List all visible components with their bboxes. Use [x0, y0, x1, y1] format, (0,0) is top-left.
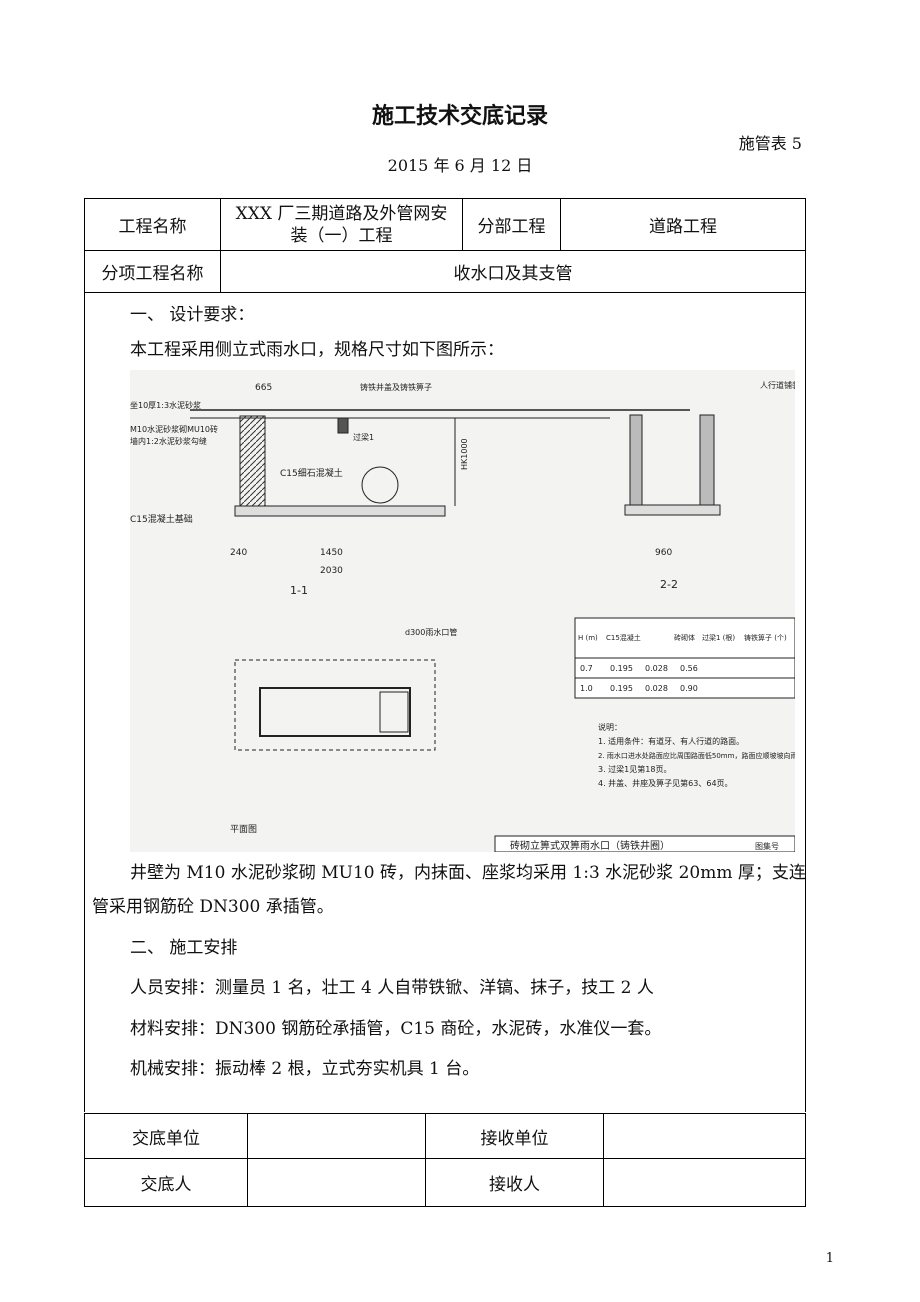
doc-title: 施工技术交底记录 — [371, 103, 548, 129]
machinery-arrangement: 机械安排：振动棒 2 根，立式夯实机具 1 台。 — [130, 1059, 480, 1079]
quantity-table: H (m) C15混凝土 砖砌体 过梁1 (根) 铸铁箅子 (个) 0.7 0.… — [574, 617, 796, 699]
plan-view: d300雨水口管 平面图 — [230, 627, 457, 835]
dim-665: 665 — [255, 383, 272, 393]
note: 4. 井盖、井座及箅子见第63、64页。 — [598, 778, 733, 788]
header-table: 工程名称 XXX 厂三期道路及外管网安装（一）工程 分部工程 道路工程 分项工程… — [84, 198, 806, 293]
label-cover: 铸铁井盖及铸铁箅子 — [360, 382, 432, 392]
subitem-label: 分项工程名称 — [84, 250, 221, 293]
notes: 说明： 1. 适用条件：有道牙、有人行道的路面。 2. 雨水口进水处路面应比周围… — [598, 722, 818, 788]
handover-unit-value[interactable] — [247, 1113, 426, 1159]
note: 2. 雨水口进水处路面应比周围路面低50mm，路面应顺坡坡向雨水口。 — [598, 751, 795, 760]
dim-240: 240 — [230, 548, 247, 558]
qty-header-h: H (m) — [578, 634, 598, 642]
label-fine-concrete: C15细石混凝土 — [280, 467, 343, 479]
plan-label: 平面图 — [230, 824, 257, 835]
qty-header-c15: C15混凝土 — [606, 633, 641, 642]
label-brick: M10水泥砂浆砌MU10砖 — [130, 424, 218, 434]
section-1-1: HK1000 665 240 1450 2030 铸铁井盖及铸铁箅子 坐10厚1… — [130, 382, 690, 597]
project-name-line1: XXX 厂三期道路及外管网安 — [235, 203, 448, 224]
project-name-line2: 装（一）工程 — [290, 225, 393, 246]
handover-person-label: 交底人 — [84, 1158, 248, 1207]
qty-cell: 0.028 — [645, 684, 668, 693]
section2-heading: 二、 施工安排 — [130, 938, 238, 958]
section1-heading: 一、 设计要求： — [130, 305, 255, 325]
section-2-2: 人行道铺装 960 2-2 — [624, 380, 800, 591]
label-hk1000: HK1000 — [460, 438, 469, 470]
section-2-2-label: 2-2 — [660, 578, 678, 591]
label-lintel: 过梁1 — [353, 432, 374, 442]
project-name-value: XXX 厂三期道路及外管网安装（一）工程 — [220, 198, 463, 251]
qty-header-lintel: 过梁1 (根) — [702, 633, 735, 642]
label-sidewalk: 人行道铺装 — [760, 380, 795, 390]
staff-arrangement: 人员安排：测量员 1 名，壮工 4 人自带铁锨、洋镐、抹子，技工 2 人 — [130, 978, 654, 998]
project-name-label: 工程名称 — [84, 198, 221, 251]
wall-spec-line1: 井壁为 M10 水泥砂浆砌 MU10 砖，内抹面、座浆均采用 1:3 水泥砂浆 … — [130, 863, 806, 883]
qty-cell: 0.56 — [680, 664, 698, 673]
section-1-1-label: 1-1 — [290, 584, 308, 597]
dim-960: 960 — [655, 548, 672, 558]
label-foundation: C15混凝土基础 — [130, 513, 193, 525]
title-block: 砖砌立箅式双箅雨水口（铸铁井圈） 图集号 — [494, 835, 796, 853]
handover-unit-label: 交底单位 — [84, 1113, 248, 1159]
qty-header-masonry: 砖砌体 — [674, 633, 695, 642]
receiver-label: 接收人 — [425, 1158, 604, 1207]
qty-cell: 0.028 — [645, 664, 668, 673]
form-number: 施管表 5 — [738, 134, 802, 153]
material-arrangement: 材料安排：DN300 钢筋砼承插管，C15 商砼，水泥砖，水准仪一套。 — [130, 1019, 662, 1039]
page-number: 1 — [825, 1251, 834, 1266]
section1-text: 本工程采用侧立式雨水口，规格尺寸如下图所示： — [130, 340, 504, 360]
receiver-value[interactable] — [603, 1158, 806, 1207]
label-mortar: 坐10厚1:3水泥砂浆 — [130, 400, 201, 410]
note: 3. 过梁1见第18页。 — [598, 764, 671, 774]
content-cell — [84, 292, 806, 1112]
qty-cell: 0.195 — [610, 684, 633, 693]
qty-cell: 0.195 — [610, 664, 633, 673]
doc-date: 2015 年 6 月 12 日 — [387, 156, 533, 175]
design-drawing: HK1000 665 240 1450 2030 铸铁井盖及铸铁箅子 坐10厚1… — [130, 370, 818, 853]
note: 说明： — [598, 722, 622, 732]
division-label: 分部工程 — [462, 198, 561, 251]
qty-header-grate: 铸铁箅子 (个) — [744, 633, 787, 642]
label-joint: 墙内1:2水泥砂浆勾缝 — [130, 436, 207, 446]
title-block-text: 砖砌立箅式双箅雨水口（铸铁井圈） — [510, 839, 670, 852]
receiving-unit-label: 接收单位 — [425, 1113, 604, 1159]
handover-person-value[interactable] — [247, 1158, 426, 1207]
qty-cell: 0.7 — [580, 664, 593, 673]
dim-1450: 1450 — [320, 548, 343, 558]
signoff-table: 交底单位 接收单位 交底人 接收人 — [84, 1113, 806, 1207]
receiving-unit-value[interactable] — [603, 1113, 806, 1159]
qty-cell: 1.0 — [580, 684, 593, 693]
label-pipe: d300雨水口管 — [405, 627, 457, 637]
wall-spec-line2: 管采用钢筋砼 DN300 承插管。 — [92, 897, 334, 917]
division-value: 道路工程 — [560, 198, 806, 251]
subitem-value: 收水口及其支管 — [220, 250, 806, 293]
atlas-no: 图集号 — [755, 841, 779, 851]
qty-cell: 0.90 — [680, 684, 698, 693]
note: 1. 适用条件：有道牙、有人行道的路面。 — [598, 736, 744, 746]
dim-2030: 2030 — [320, 566, 343, 576]
